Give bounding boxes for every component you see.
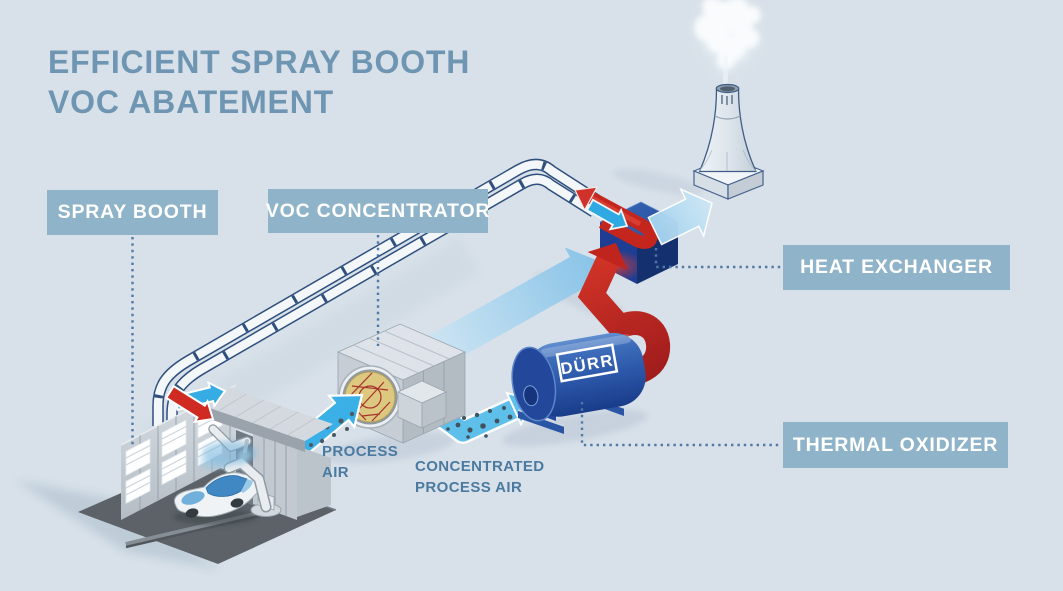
page-title-line2: VOC ABATEMENT [48, 84, 334, 120]
exhaust-stack [692, 0, 765, 200]
booth-exhaust-arrow [585, 198, 629, 231]
label-voc-concentrator: VOC CONCENTRATOR [265, 189, 491, 233]
leader-thermal-oxidizer [580, 402, 781, 447]
page-title-line1: EFFICIENT SPRAY BOOTH [48, 44, 471, 80]
label-thermal-oxidizer: THERMAL OXIDIZER [783, 422, 1008, 468]
recovered-air-arrowhead [574, 186, 599, 212]
car [173, 472, 263, 525]
label-spray-booth-text: SPRAY BOOTH [57, 201, 208, 223]
annotation-concentrated-process-air: CONCENTRATED PROCESS AIR [415, 456, 545, 498]
hot-gas-u-turn [574, 186, 658, 249]
outlet-box [397, 380, 447, 429]
smoke-plume [694, 0, 761, 92]
thermal-oxidizer-unit: DÜRR [511, 332, 646, 434]
clean-air-arrow-to-stack [647, 187, 713, 246]
label-heat-exchanger: HEAT EXCHANGER [783, 245, 1010, 290]
label-heat-exchanger-text: HEAT EXCHANGER [800, 256, 993, 278]
annotation-concentrated-line2: PROCESS AIR [415, 479, 523, 496]
warm-air-in-arrow [164, 384, 215, 424]
clean-air-arrow-to-hx [421, 247, 599, 370]
label-voc-concentrator-text: VOC CONCENTRATOR [265, 199, 491, 222]
label-thermal-oxidizer-text: THERMAL OXIDIZER [792, 433, 999, 456]
paint-mist [199, 441, 256, 470]
annotation-process-air-line2: AIR [322, 464, 350, 481]
annotation-process-air-line1: PROCESS [322, 443, 399, 460]
annotation-process-air: PROCESS AIR [322, 441, 398, 483]
label-spray-booth: SPRAY BOOTH [47, 190, 218, 235]
leader-lines [131, 235, 781, 447]
annotation-concentrated-line1: CONCENTRATED [415, 458, 545, 475]
paint-robot [223, 457, 282, 517]
page-title: EFFICIENT SPRAY BOOTH VOC ABATEMENT [48, 42, 470, 122]
